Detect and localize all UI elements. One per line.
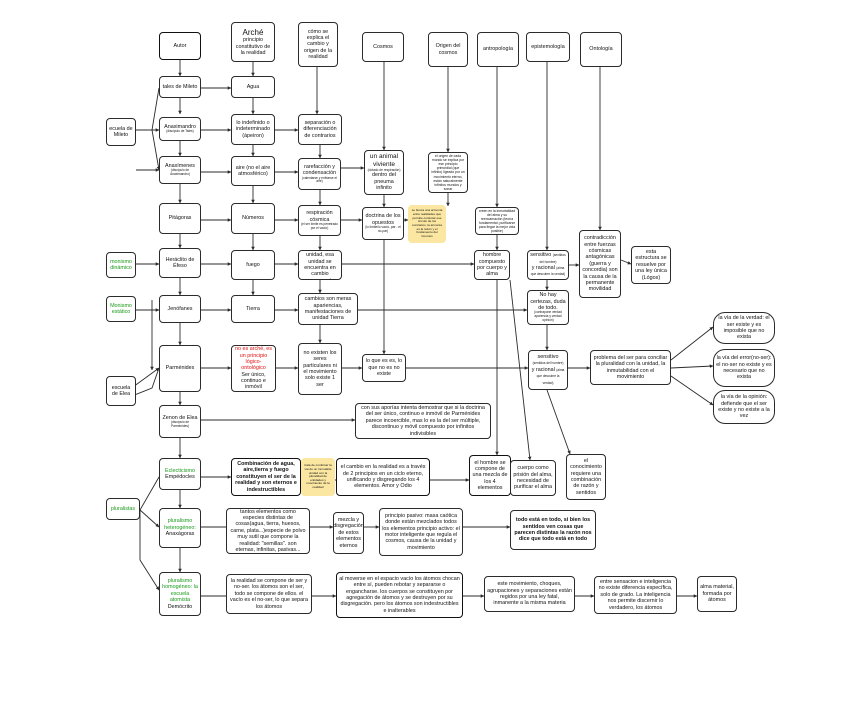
- node-pitagoras[interactable]: Pitágoras: [159, 203, 201, 234]
- node-tales[interactable]: tales de Mileto: [159, 76, 201, 98]
- node-no-hay-certezas[interactable]: No hay certezas, duda de todo. (contrapo…: [527, 290, 569, 325]
- node-todo-esta-en-todo[interactable]: todo está en todo, si bien los sentidos …: [510, 510, 596, 550]
- node-doctrina-opuestos[interactable]: doctrina de los opuestos (lo límite/lo v…: [362, 207, 404, 240]
- node-jenofanes[interactable]: Jenófanes: [159, 295, 201, 323]
- arche-header[interactable]: Arché principio constitutivo de la reali…: [231, 22, 275, 62]
- node-anaxagoras[interactable]: pluralismo heterogéneo: Anaxágoras: [159, 508, 201, 548]
- node-este-movimiento[interactable]: este movimiento, choques, agrupaciones y…: [484, 576, 575, 612]
- node-separacion[interactable]: separación o diferenciación de contrario…: [298, 114, 342, 145]
- label-pluralistas: pluralistas: [106, 498, 140, 520]
- autor-header[interactable]: Autor: [159, 32, 201, 60]
- node-hombre-compuesto[interactable]: hombre compuesto por cuerpo y alma: [474, 250, 510, 280]
- node-cambio-realidad[interactable]: el cambio en la realidad es a través de …: [336, 458, 430, 496]
- node-tantos-elementos[interactable]: tantos elementos como especies distintas…: [226, 508, 310, 554]
- epistemologia-header[interactable]: epistemología: [526, 32, 570, 62]
- node-alma-inmortal[interactable]: creen en la inmortalidad del alma y su r…: [475, 207, 519, 235]
- node-conocimiento[interactable]: el conocimiento requiere una combinación…: [566, 454, 606, 500]
- node-via-verdad[interactable]: la vía de la verdad: el ser existe y es …: [713, 312, 775, 344]
- antropologia-header[interactable]: antropología: [477, 32, 519, 67]
- node-alma-material[interactable]: alma material, formada por átomos: [697, 576, 737, 612]
- node-contradiccion[interactable]: contradicción entre fuerzas cósmicas ant…: [579, 230, 621, 298]
- node-aire[interactable]: aire (no el aire atmosférico): [231, 156, 275, 186]
- node-sensitivo-racional-2[interactable]: sensitivo (sentidos del hombre) y racion…: [528, 350, 568, 390]
- node-problema-ser[interactable]: problema del ser para conciliar la plura…: [590, 350, 671, 385]
- cosmos-header[interactable]: Cosmos: [362, 32, 404, 62]
- node-no-es-arche[interactable]: no es arché, es un principio lógico-onto…: [231, 345, 276, 392]
- node-animal-viviente[interactable]: un animal viviente (dotado de respiració…: [364, 150, 404, 195]
- node-respiracion[interactable]: respiración cósmica (el ser límite es pe…: [298, 205, 341, 236]
- node-fuego[interactable]: fuego: [231, 250, 275, 280]
- node-parmenides[interactable]: Parménides: [159, 345, 201, 392]
- node-no-existen-seres[interactable]: no existen los seres particulares ni el …: [298, 343, 342, 395]
- origen-header[interactable]: Origen del cosmos: [428, 32, 468, 67]
- node-tierra[interactable]: Tierra: [231, 295, 275, 323]
- node-realidad-ser-no-ser[interactable]: la realidad se compone de ser y no-ser. …: [226, 574, 312, 614]
- node-via-opinion[interactable]: la vía de la opinión: defiende que el se…: [713, 390, 775, 424]
- node-empedocles[interactable]: Eclecticismo Empédocles: [159, 458, 201, 490]
- node-anaximenes[interactable]: Anaxímenes (discípulo de Anaximandro): [159, 156, 201, 184]
- node-combinacion[interactable]: Combinación de agua, aire,tierra y fuego…: [231, 458, 301, 496]
- node-escuela-elea[interactable]: escuela de Elea: [106, 376, 136, 406]
- node-origen-mundo[interactable]: el origen de cada mundo se explica por e…: [428, 152, 468, 193]
- note-armonia: se busca una armonía entre realidades qu…: [408, 205, 446, 243]
- node-via-error[interactable]: la vía del error(no-ser): el no-ser no e…: [713, 349, 775, 387]
- node-lo-que-es[interactable]: lo que es es, lo que no es no existe: [362, 354, 406, 382]
- label-monismo-estatico: Monismo estático: [106, 296, 136, 322]
- node-estructura-logos[interactable]: esta estructura se resuelve por una ley …: [631, 246, 671, 284]
- node-rarefaccion[interactable]: rarefacción y condensación (calentarse y…: [298, 158, 341, 190]
- node-anaximandro[interactable]: Anaximandro (discípulo de Tales): [159, 117, 201, 141]
- node-democrito[interactable]: pluralismo homogéneo: la escuela atomist…: [159, 572, 201, 616]
- node-principio-pasivo[interactable]: principio pasivo: masa caótica donde est…: [379, 508, 463, 556]
- node-agua[interactable]: Agua: [231, 76, 275, 98]
- node-zenon[interactable]: Zenon de Elea (discípulo de Parménides): [159, 405, 201, 438]
- node-mezcla[interactable]: mezcla y disgregación de estos elementos…: [333, 512, 364, 554]
- node-escuela-mileto[interactable]: ecuela de Mileto: [106, 118, 136, 146]
- node-al-moverse[interactable]: al moverse en el espacio vacío los átomo…: [336, 572, 463, 618]
- node-cambios-apariencias[interactable]: cambios son meras apariencias, manifesta…: [298, 293, 358, 325]
- node-entre-sensacion[interactable]: entre sensacion e inteligencia no existe…: [594, 576, 677, 614]
- node-aporias[interactable]: con sus aporías intenta demostrar que si…: [355, 403, 491, 439]
- note-amor-odio: trata de combinar la vía de un inmutable…: [301, 458, 335, 496]
- node-cuerpo-prision[interactable]: cuerpo como prisión del alma, necesidad …: [510, 460, 556, 496]
- label-monismo-dinamico: monismo dinámico: [106, 252, 136, 278]
- node-hombre-mezcla[interactable]: el hombre se compone de una mezcla de lo…: [469, 455, 511, 496]
- node-sensitivo-racional-1[interactable]: sensitivo (sentidos del hombre) y racion…: [527, 250, 569, 280]
- node-heraclito[interactable]: Heráclito de Éfeso: [159, 248, 201, 278]
- como-header[interactable]: cómo se explica el cambio y origen de la…: [298, 22, 338, 67]
- node-numeros[interactable]: Números: [231, 203, 275, 234]
- ontologia-header[interactable]: Ontología: [580, 32, 622, 67]
- node-indefinido[interactable]: lo indefinido o indeterminado (ápeiron): [231, 114, 275, 145]
- node-unidad-cambio[interactable]: todo es una unidad, esa unidad se encuen…: [298, 250, 342, 280]
